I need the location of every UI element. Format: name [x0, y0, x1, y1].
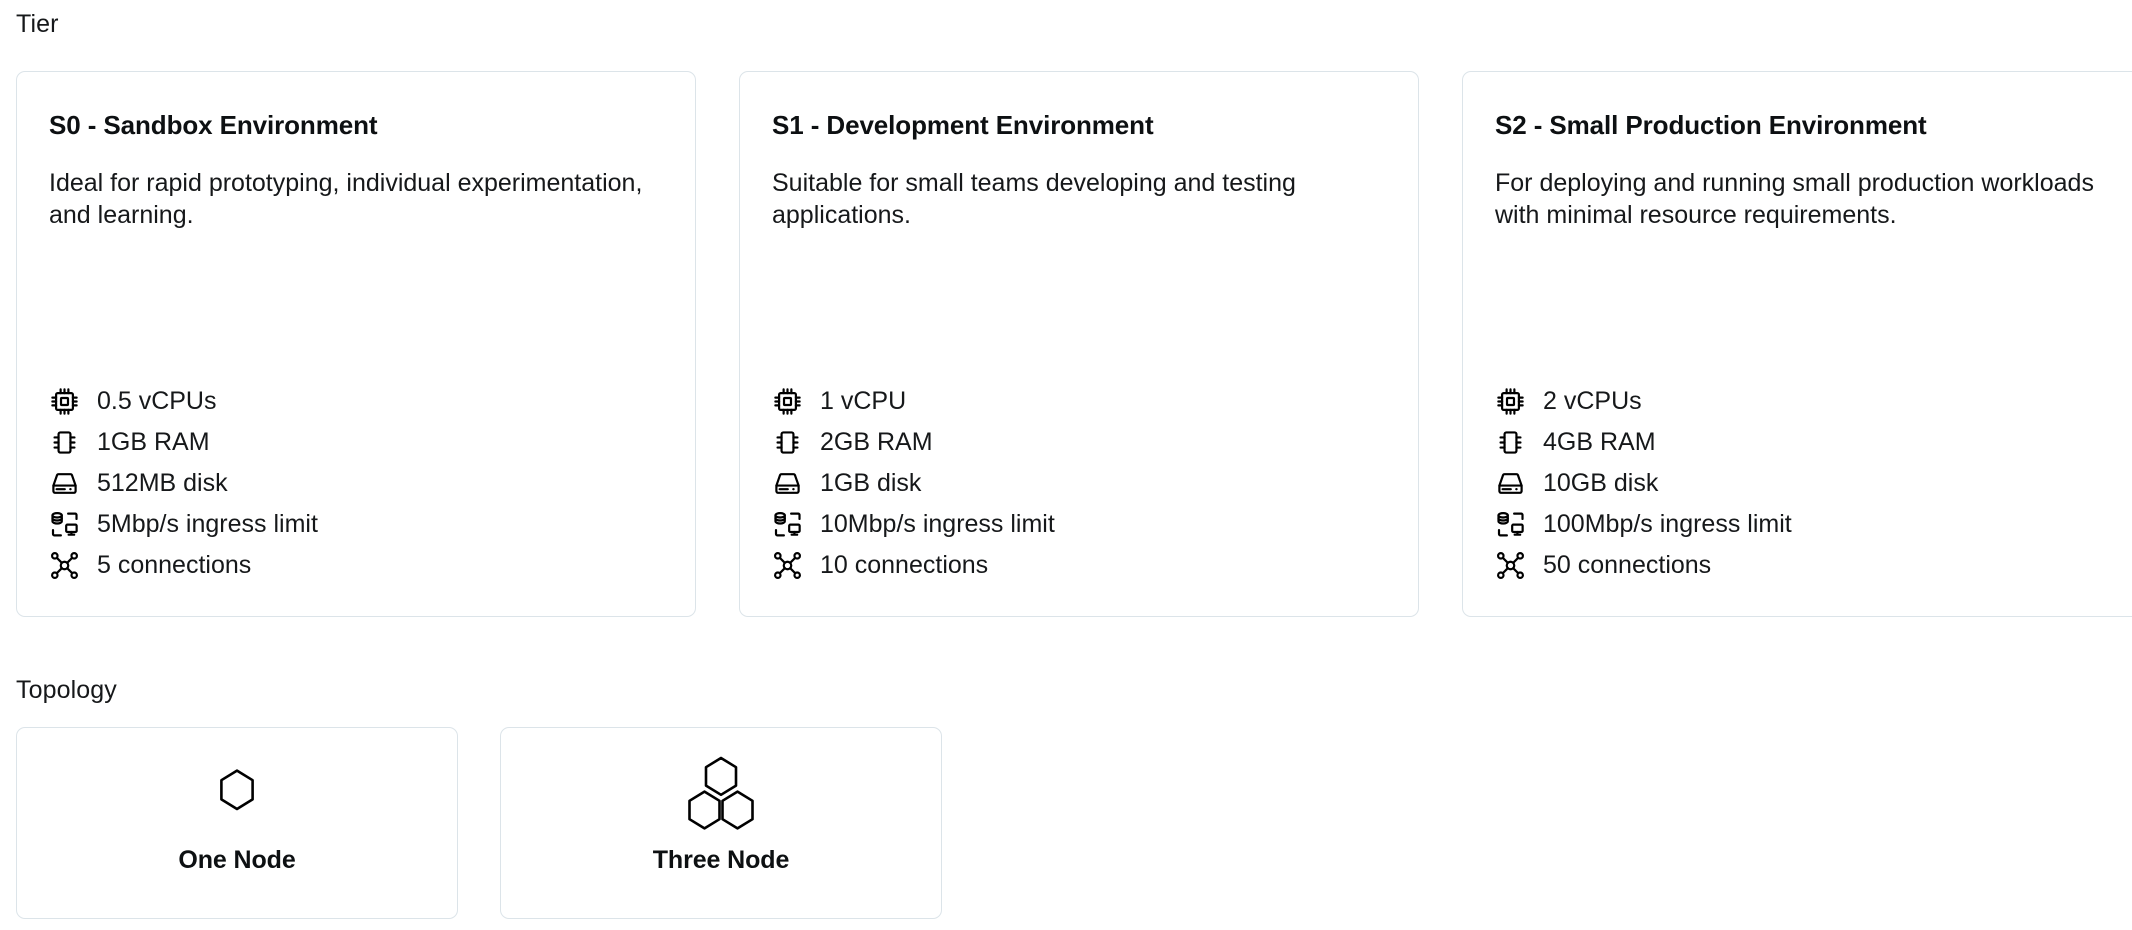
- data-transfer-icon: [49, 509, 80, 540]
- tier-spec-row: 50 connections: [1495, 545, 2109, 586]
- tier-spec-text: 4GB RAM: [1543, 428, 1656, 456]
- tier-spec-row: 2 vCPUs: [1495, 381, 2109, 422]
- one-hexagon-icon: [214, 756, 260, 832]
- tier-spec-row: 2GB RAM: [772, 422, 1386, 463]
- tier-spec-text: 512MB disk: [97, 469, 228, 497]
- cpu-icon: [1495, 386, 1526, 417]
- tier-spec-text: 2GB RAM: [820, 428, 933, 456]
- tier-section-label: Tier: [16, 10, 59, 38]
- tier-spec-row: 10Mbp/s ingress limit: [772, 504, 1386, 545]
- tier-spec-list: 1 vCPU 2GB RAM 1GB disk 10Mbp/s ingress lim…: [772, 361, 1386, 586]
- tier-spec-row: 1 vCPU: [772, 381, 1386, 422]
- tier-spec-text: 0.5 vCPUs: [97, 387, 217, 415]
- tier-spec-row: 512MB disk: [49, 463, 663, 504]
- tier-spec-row: 10GB disk: [1495, 463, 2109, 504]
- connections-icon: [772, 550, 803, 581]
- tier-spec-text: 50 connections: [1543, 551, 1712, 579]
- tier-card-description: Suitable for small teams developing and …: [772, 168, 1296, 229]
- tier-spec-row: 0.5 vCPUs: [49, 381, 663, 422]
- cpu-icon: [772, 386, 803, 417]
- tier-spec-text: 5Mbp/s ingress limit: [97, 510, 318, 538]
- tier-spec-text: 10 connections: [820, 551, 989, 579]
- memory-icon: [1495, 427, 1526, 458]
- memory-icon: [772, 427, 803, 458]
- tier-spec-row: 1GB disk: [772, 463, 1386, 504]
- tier-spec-text: 100Mbp/s ingress limit: [1543, 510, 1792, 538]
- tier-spec-row: 1GB RAM: [49, 422, 663, 463]
- tier-spec-list: 2 vCPUs 4GB RAM 10GB disk 100Mbp/s ingress …: [1495, 361, 2109, 586]
- cpu-icon: [49, 386, 80, 417]
- tier-spec-row: 4GB RAM: [1495, 422, 2109, 463]
- connections-icon: [1495, 550, 1526, 581]
- tier-spec-text: 1 vCPU: [820, 387, 907, 415]
- tier-spec-text: 10Mbp/s ingress limit: [820, 510, 1055, 538]
- data-transfer-icon: [1495, 509, 1526, 540]
- tier-spec-text: 10GB disk: [1543, 469, 1659, 497]
- tier-card-title: S2 - Small Production Environment: [1495, 110, 1927, 140]
- topology-option-label: One Node: [178, 846, 296, 874]
- topology-option-one-node[interactable]: One Node: [16, 727, 458, 919]
- tier-spec-text: 1GB RAM: [97, 428, 210, 456]
- connections-icon: [49, 550, 80, 581]
- tier-card-description: Ideal for rapid prototyping, individual …: [49, 168, 643, 229]
- hard-drive-icon: [1495, 468, 1526, 499]
- tier-card-title: S1 - Development Environment: [772, 110, 1154, 140]
- memory-icon: [49, 427, 80, 458]
- tier-spec-list: 0.5 vCPUs 1GB RAM 512MB disk 5Mbp/s ingress…: [49, 361, 663, 586]
- tier-spec-row: 100Mbp/s ingress limit: [1495, 504, 2109, 545]
- tier-spec-text: 2 vCPUs: [1543, 387, 1642, 415]
- tier-spec-text: 1GB disk: [820, 469, 922, 497]
- tier-spec-row: 10 connections: [772, 545, 1386, 586]
- hard-drive-icon: [772, 468, 803, 499]
- tier-spec-row: 5 connections: [49, 545, 663, 586]
- tier-card-description: For deploying and running small producti…: [1495, 168, 2094, 229]
- topology-section-label: Topology: [16, 676, 117, 704]
- topology-option-three-node[interactable]: Three Node: [500, 727, 942, 919]
- data-transfer-icon: [772, 509, 803, 540]
- three-hexagon-icon: [679, 756, 763, 832]
- topology-option-list: One Node Three Node: [16, 727, 942, 919]
- hard-drive-icon: [49, 468, 80, 499]
- topology-option-label: Three Node: [652, 846, 790, 874]
- tier-spec-row: 5Mbp/s ingress limit: [49, 504, 663, 545]
- tier-spec-text: 5 connections: [97, 551, 252, 579]
- tier-card-title: S0 - Sandbox Environment: [49, 110, 378, 140]
